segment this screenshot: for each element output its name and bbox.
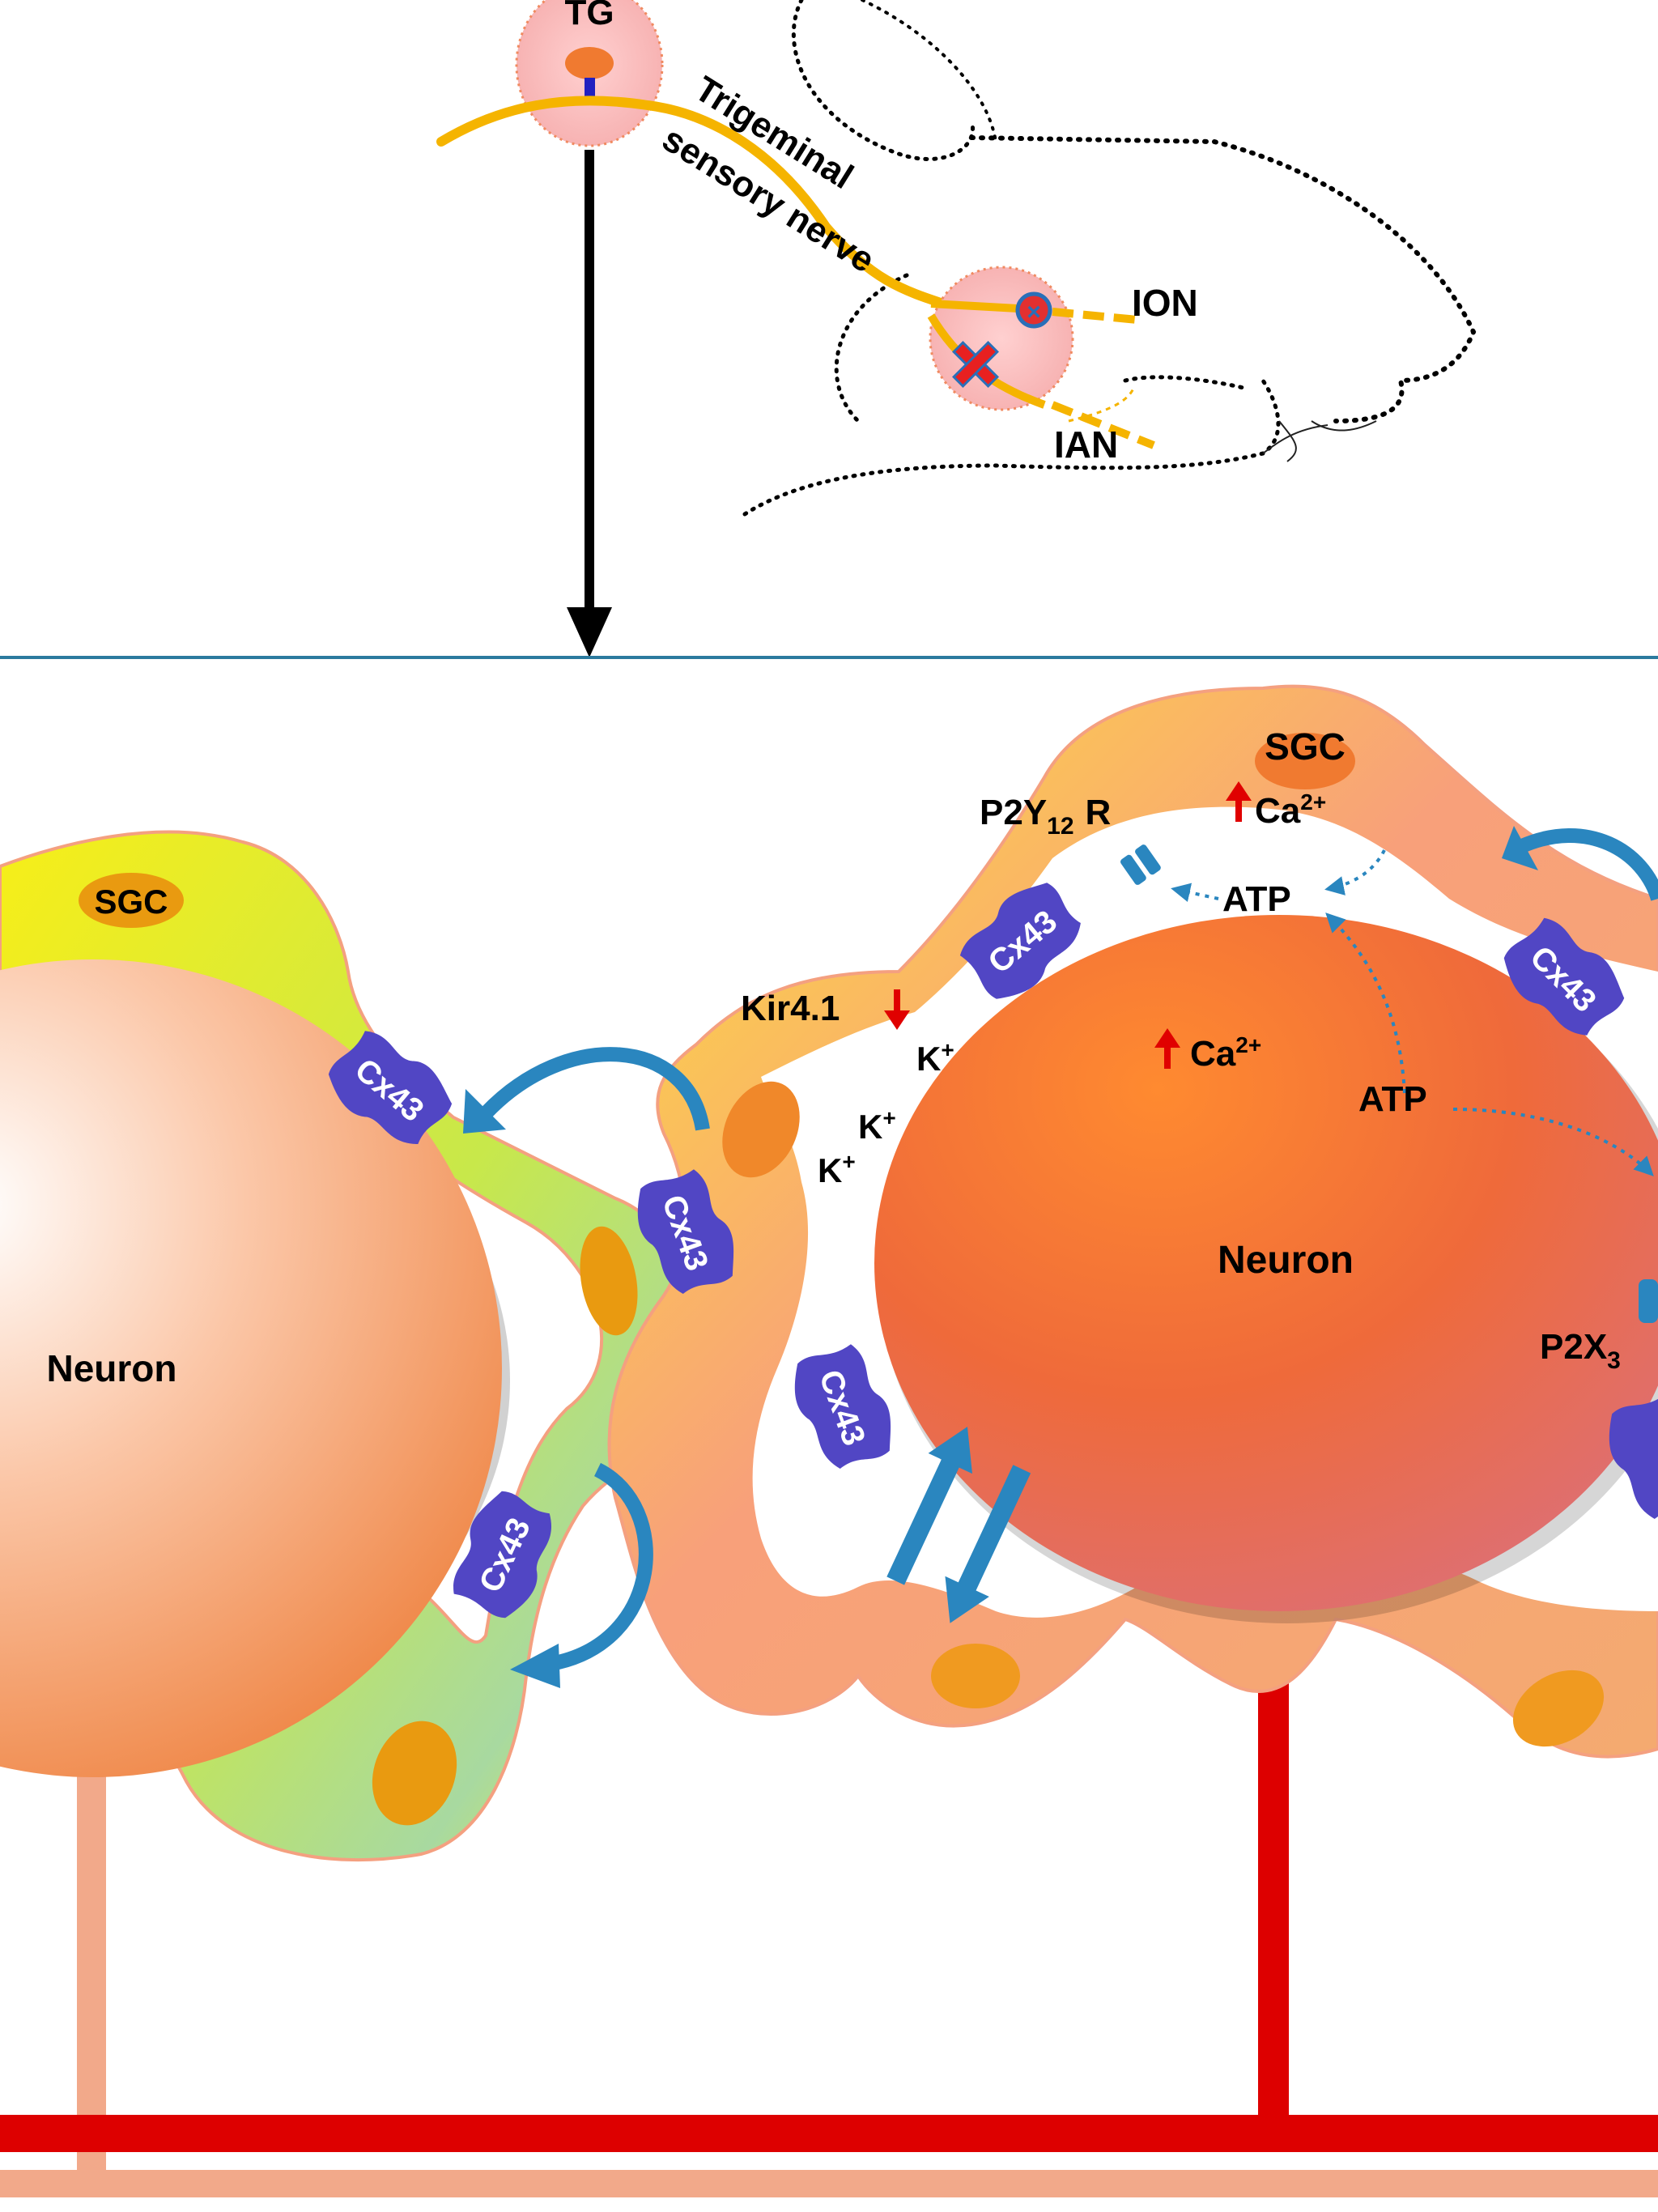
ion-lesion-icon — [1015, 291, 1052, 329]
skull-outline — [791, 0, 975, 161]
p2x3-label: P2X3 — [1540, 1327, 1621, 1374]
jaw-outline — [742, 378, 1281, 517]
cx43-channel: Cx43 — [453, 1491, 551, 1619]
neuron-left — [0, 959, 502, 1777]
kir-decrease-arrow — [884, 989, 910, 1030]
sgc-nucleus-right — [1255, 733, 1355, 789]
sgc-label-right: SGC — [1265, 725, 1346, 768]
k-label: K+ — [858, 1105, 896, 1146]
exchange-arrow-up — [886, 1427, 972, 1585]
sgc-nucleus-left — [580, 1226, 638, 1336]
neuron-label-left: Neuron — [47, 1347, 177, 1389]
cx43-channel — [1609, 1394, 1658, 1520]
ian-branch-dashed — [1051, 401, 1155, 449]
cx43-channel: Cx43 — [328, 1031, 453, 1144]
bottom-panel: Cx43 Cx43 Cx43 Cx43 Cx43 Cx43 — [0, 684, 1658, 2197]
atp-flow-arrow — [1171, 883, 1219, 902]
sgc-label-left: SGC — [94, 883, 168, 921]
sgc-nucleus-left — [79, 873, 184, 928]
svg-text:K+: K+ — [916, 1037, 954, 1078]
ian-label: IAN — [1054, 423, 1118, 466]
ca-increase-arrow-neuron — [1154, 1028, 1180, 1069]
ion-branch-dashed — [1052, 308, 1138, 324]
tg-soma — [565, 47, 614, 79]
p2y12-receptor — [1120, 844, 1161, 885]
atp-label-right: ATP — [1358, 1079, 1427, 1119]
coupling-arrow — [1519, 827, 1658, 901]
peach-axon-horizontal — [0, 2170, 1658, 2197]
svg-text:Ca2+: Ca2+ — [1190, 1032, 1261, 1074]
svg-text:K+: K+ — [858, 1105, 896, 1146]
tg-axon-stub — [585, 78, 595, 100]
coupling-arrow — [549, 1462, 653, 1671]
coupling-arrowhead — [463, 1089, 506, 1134]
ca-label-top: Ca2+ — [1255, 789, 1326, 831]
p2x3-receptor — [1639, 1279, 1658, 1323]
svg-text:P2X3: P2X3 — [1540, 1327, 1621, 1374]
top-panel: × TG Trigeminal sensory nerve ION IAN — [436, 0, 1477, 657]
atp-flow-arrow — [1452, 1108, 1654, 1176]
atp-flow-arrow — [1324, 849, 1386, 895]
neuron-label-right: Neuron — [1218, 1239, 1354, 1282]
trigeminal-nerve — [436, 96, 960, 313]
skull-outline — [969, 135, 1477, 423]
k-label: K+ — [818, 1149, 856, 1189]
tg-to-detail-arrowhead — [567, 607, 612, 657]
ian-branch-thin — [1068, 388, 1135, 423]
svg-text:Ca2+: Ca2+ — [1255, 789, 1326, 831]
teeth-outline — [1262, 420, 1377, 462]
atp-flow-arrow — [1325, 912, 1406, 1094]
k-label: K+ — [916, 1037, 954, 1078]
sgc-nucleus-right — [1512, 1670, 1605, 1747]
exchange-arrow-down — [945, 1465, 1031, 1623]
tg-label: TG — [564, 0, 614, 32]
ion-label: ION — [1132, 282, 1198, 324]
ion-lesion-x: × — [1027, 299, 1041, 325]
ca-increase-arrow-top — [1226, 781, 1252, 822]
atp-label-top: ATP — [1222, 879, 1291, 919]
sgc-nucleus-left — [372, 1721, 457, 1826]
neuron-right — [874, 915, 1658, 1611]
red-axon-horizontal — [0, 2115, 1658, 2152]
cx43-channel: Cx43 — [637, 1169, 734, 1295]
coupling-arrow — [480, 1047, 710, 1131]
sgc-nucleus-right — [722, 1081, 800, 1178]
coupling-arrowhead — [1502, 826, 1538, 870]
jaw-outline — [1123, 375, 1249, 391]
ca-label-neuron: Ca2+ — [1190, 1032, 1261, 1074]
cx43-channel: Cx43 — [794, 1344, 891, 1470]
kir41-label: Kir4.1 — [741, 989, 840, 1028]
skull-outline — [834, 273, 909, 423]
skull-outline — [861, 0, 997, 143]
ian-lesion-icon — [952, 341, 999, 388]
sgc-nucleus-right — [931, 1644, 1020, 1708]
svg-text:K+: K+ — [818, 1149, 856, 1189]
ion-branch — [930, 300, 1033, 313]
coupling-arrowhead — [510, 1644, 560, 1688]
